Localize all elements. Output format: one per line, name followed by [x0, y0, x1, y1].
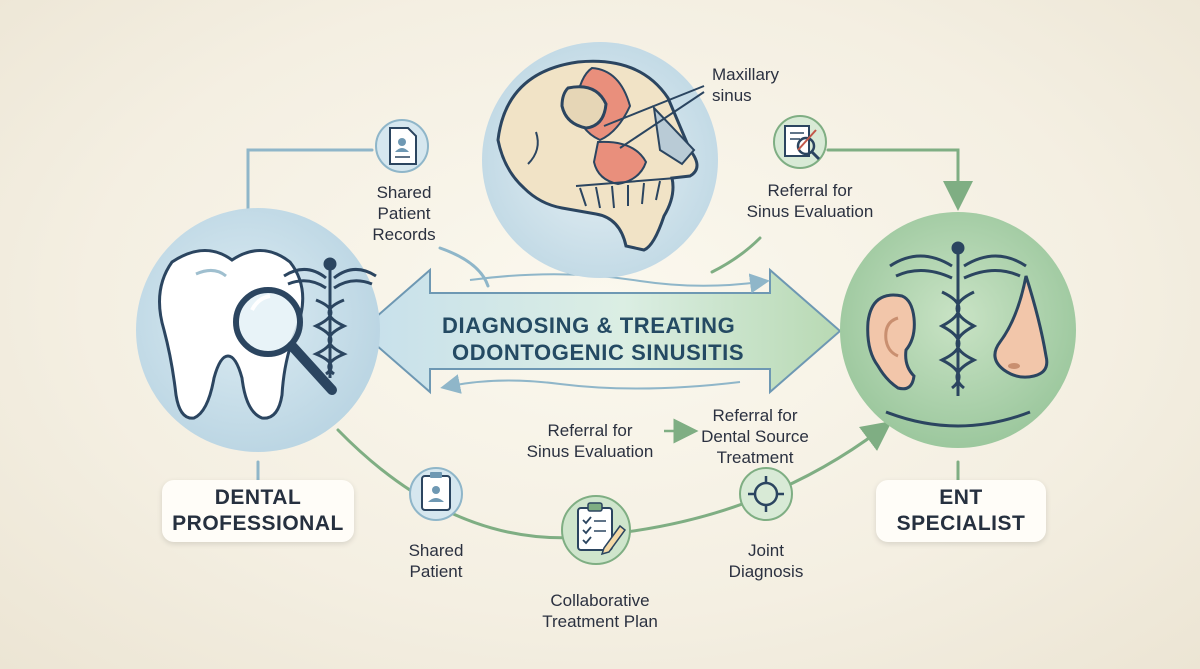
referral-mid-right-line3: Treatment — [716, 448, 794, 467]
records-icon-circle — [375, 119, 429, 173]
joint-line2: Diagnosis — [728, 562, 804, 581]
dental-circle — [136, 208, 380, 452]
document-icon — [389, 127, 417, 165]
ear-icon — [866, 293, 916, 391]
magnifier-chart-icon — [784, 125, 821, 161]
referral-mid-right-line2: Dental Source — [701, 427, 809, 446]
ent-role-line2: SPECIALIST — [896, 512, 1026, 535]
caduceus-icon — [889, 241, 1027, 396]
shared-patient-records-label: Shared Patient Records — [356, 182, 452, 245]
caduceus-icon — [283, 257, 377, 378]
connector-records-to-center — [438, 246, 490, 288]
dental-role-line1: DENTAL — [214, 486, 302, 509]
maxillary-line2: sinus — [712, 86, 752, 105]
patient-card-icon — [421, 472, 451, 511]
collaborative-plan-label: Collaborative Treatment Plan — [530, 590, 670, 632]
diagram-title-line2: ODONTOGENIC SINUSITIS — [452, 340, 745, 365]
shared-patient-icon-circle — [409, 467, 463, 521]
collab-icon-circle — [561, 495, 631, 565]
diagram-title-line1: DIAGNOSING & TREATING — [442, 313, 736, 338]
magnifying-glass-icon — [233, 287, 337, 395]
referral-mid-left-line2: Sinus Evaluation — [526, 442, 654, 461]
shared-patient-line2: Patient — [409, 562, 463, 581]
dental-role-line2: PROFESSIONAL — [172, 512, 344, 535]
ent-circle — [840, 212, 1076, 448]
records-line1: Shared — [376, 183, 432, 202]
maxillary-line1: Maxillary — [712, 65, 780, 84]
maxillary-sinus-label: Maxillary sinus — [712, 64, 779, 106]
referral-mid-left-label: Referral for Sinus Evaluation — [520, 420, 660, 462]
central-double-arrow — [358, 267, 842, 395]
referral-icon-circle — [773, 115, 827, 169]
records-line3: Records — [372, 225, 436, 244]
joint-line1: Joint — [748, 541, 784, 560]
records-line2: Patient — [377, 204, 431, 223]
referral-mid-left-line1: Referral for — [547, 421, 633, 440]
nose-icon — [993, 275, 1049, 379]
clipboard-icon — [577, 502, 627, 556]
skull-icon — [496, 59, 705, 252]
joint-icon-circle — [739, 467, 793, 521]
connector-top-right — [826, 148, 973, 211]
shared-patient-line1: Shared — [408, 541, 464, 560]
collab-line1: Collaborative — [550, 591, 650, 610]
dental-professional-box: DENTAL PROFESSIONAL — [162, 480, 354, 542]
skull-circle — [482, 42, 718, 278]
referral-top-label: Referral for Sinus Evaluation — [730, 180, 890, 222]
collab-line2: Treatment Plan — [542, 612, 658, 631]
target-icon — [748, 476, 784, 512]
ent-specialist-box: ENT SPECIALIST — [876, 480, 1046, 542]
joint-diagnosis-label: Joint Diagnosis — [716, 540, 816, 582]
referral-top-line2: Sinus Evaluation — [746, 202, 874, 221]
referral-mid-right-line1: Referral for — [712, 406, 798, 425]
shared-patient-label: Shared Patient — [396, 540, 476, 582]
connector-top-left — [246, 148, 374, 220]
connector-center-to-referral — [710, 236, 762, 274]
ent-role-line1: ENT — [939, 486, 983, 509]
referral-top-line1: Referral for — [767, 181, 853, 200]
referral-mid-right-label: Referral for Dental Source Treatment — [690, 405, 820, 468]
